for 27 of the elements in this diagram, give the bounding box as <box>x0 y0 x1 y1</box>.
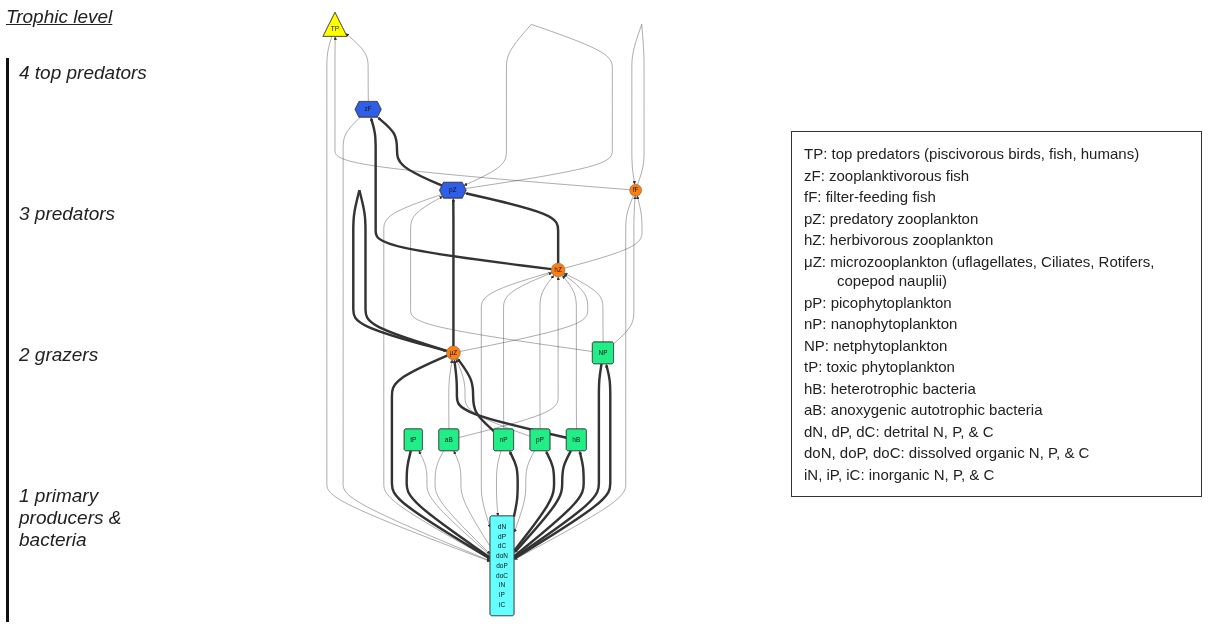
arrow <box>464 192 560 264</box>
arrow <box>457 358 495 432</box>
legend-text: μZ: microzooplankton (uflagellates, Ciliates, Rotifers, copepod nauplii) <box>804 251 1156 291</box>
arrow <box>370 117 552 271</box>
axis-title: Trophic level <box>6 6 114 28</box>
legend-text: hZ: herbivorous zooplankton <box>804 230 995 250</box>
legend-text: hB: heterotrophic bacteria <box>804 378 977 398</box>
trophic-level-label: 3 predators <box>19 203 116 225</box>
legend-text: aB: anoxygenic autotrophic bacteria <box>804 400 1044 420</box>
legend-text: tP: toxic phytoplankton <box>804 357 956 377</box>
legend-text: zF: zooplanktivorous fish <box>804 165 971 185</box>
trophic-level-label: 4 top predators <box>19 62 147 84</box>
legend-text: NP: netphytoplankton <box>804 335 949 355</box>
legend-text: fF: filter-feeding fish <box>804 187 937 207</box>
legend-text: iN, iP, iC: inorganic N, P, & C <box>804 464 996 484</box>
arrow <box>352 189 448 352</box>
legend-text: dN, dP, dC: detrital N, P, & C <box>804 421 995 441</box>
legend-text: doN, doP, doC: dissolved organic N, P, & C <box>804 443 1091 463</box>
trophic-level-label: 2 grazers <box>19 344 99 366</box>
arrow <box>451 198 456 346</box>
legend-text: pZ: predatory zooplankton <box>804 208 980 228</box>
arrow <box>377 117 443 187</box>
legend-text: TP: top predators (piscivorous birds, fish, humans) <box>804 144 1141 164</box>
trophic-level-label: 1 primary producers & bacteria <box>19 485 123 551</box>
legend-text: nP: nanophytoplankton <box>804 314 959 334</box>
legend-text: pP: picophytoplankton <box>804 292 953 312</box>
arrow <box>509 450 519 518</box>
